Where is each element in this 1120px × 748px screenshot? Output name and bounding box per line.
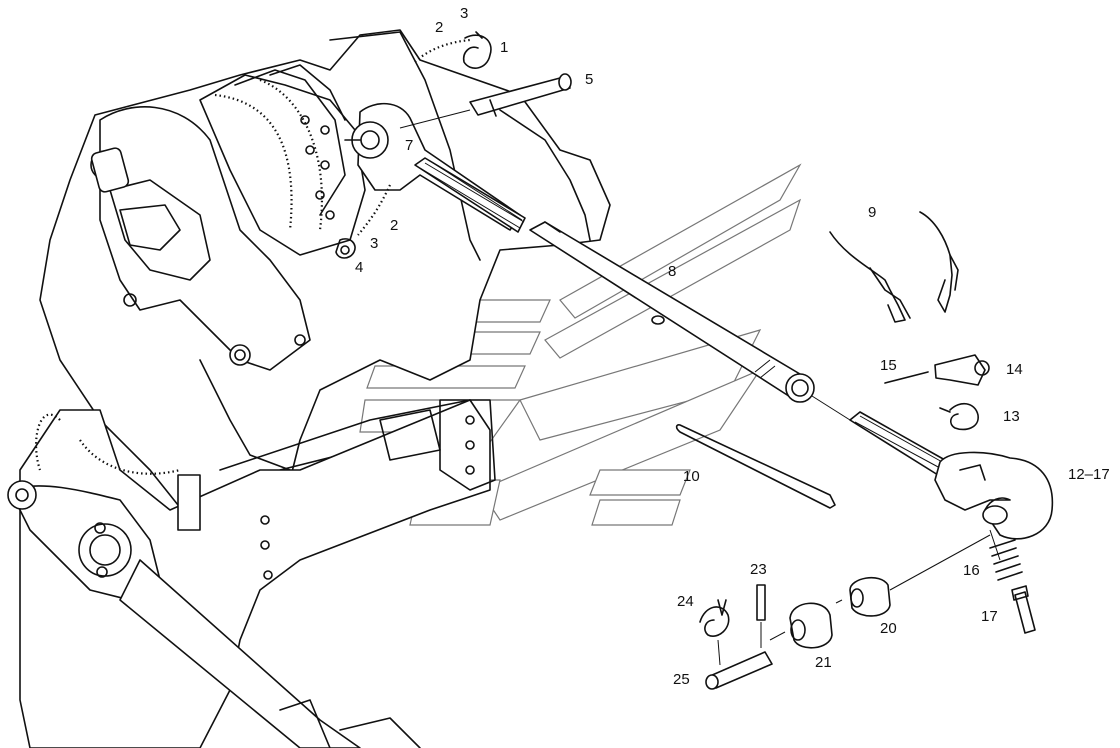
watermark-logo (359, 163, 802, 526)
callout-10: 10 (683, 468, 700, 485)
callouts: 1 2 3 5 7 2 3 4 8 9 15 14 13 10 12–17 16… (355, 5, 1110, 688)
ball-end-parts (699, 534, 991, 690)
callout-17: 17 (981, 608, 998, 625)
callout-15: 15 (880, 357, 897, 374)
spring-and-pin (989, 529, 1036, 634)
rear-axle-housing (39, 29, 611, 521)
callout-4: 4 (355, 259, 363, 276)
callout-1: 1 (500, 39, 508, 56)
callout-3-bottom: 3 (370, 235, 378, 252)
callout-21: 21 (815, 654, 832, 671)
callout-2-top: 2 (435, 19, 443, 36)
lower-frame (7, 399, 496, 748)
callout-16: 16 (963, 562, 980, 579)
callout-13: 13 (1003, 408, 1020, 425)
chain-and-pins (335, 31, 572, 259)
top-link-assembly (344, 102, 1054, 540)
callout-25: 25 (673, 671, 690, 688)
wire-clip (675, 424, 836, 509)
callout-14: 14 (1006, 361, 1023, 378)
callout-2-bottom: 2 (390, 217, 398, 234)
callout-5: 5 (585, 71, 593, 88)
spring-clips (829, 211, 959, 323)
callout-23: 23 (750, 561, 767, 578)
callout-12-17: 12–17 (1068, 466, 1110, 483)
callout-9: 9 (868, 204, 876, 221)
callout-8: 8 (668, 263, 676, 280)
callout-3-top: 3 (460, 5, 468, 22)
callout-24: 24 (677, 593, 694, 610)
callout-7: 7 (405, 137, 413, 154)
latch-parts (884, 354, 990, 431)
callout-20: 20 (880, 620, 897, 637)
